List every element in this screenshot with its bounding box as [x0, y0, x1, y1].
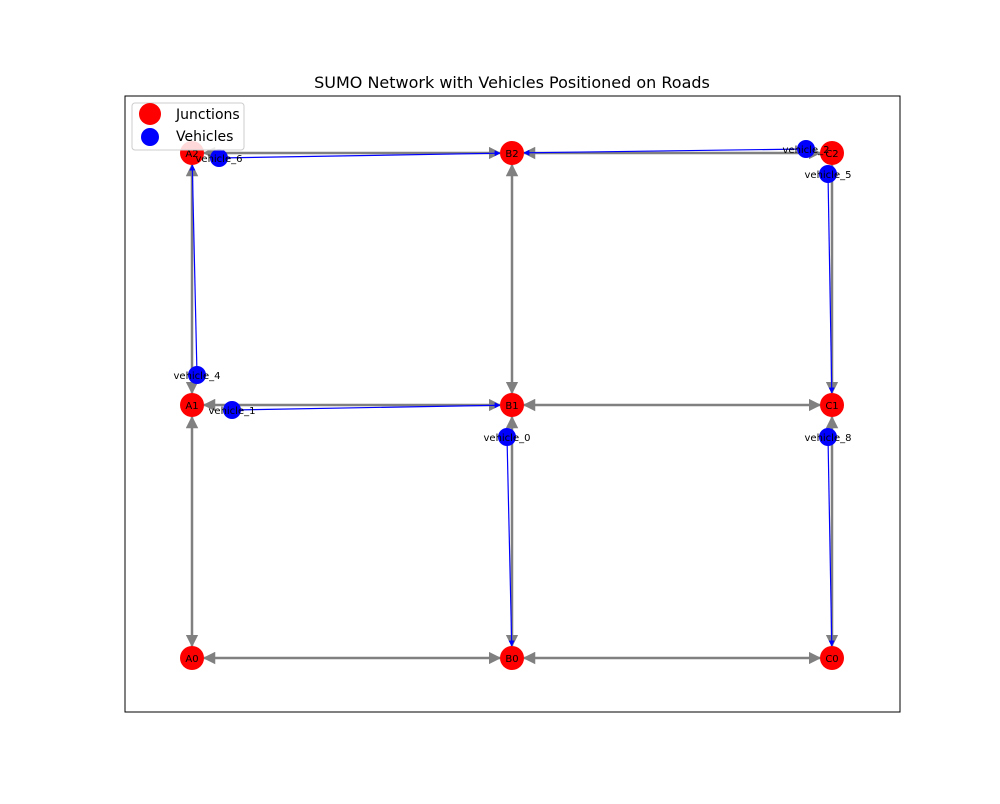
vehicle-vehicle_0: vehicle_0: [484, 428, 531, 446]
vehicle-vehicle_5: vehicle_5: [805, 165, 852, 183]
roads-layer: [185, 146, 839, 665]
junction-label: B2: [505, 149, 518, 160]
vehicle-marker: [188, 366, 206, 384]
chart-title: SUMO Network with Vehicles Positioned on…: [314, 73, 710, 92]
vehicle-marker: [210, 149, 228, 167]
vehicle-routes-layer: [189, 148, 835, 647]
junction-B1: B1: [500, 393, 524, 417]
legend-vehicle-marker: [141, 128, 159, 146]
vehicle-label: vehicle_5: [805, 170, 852, 181]
vehicle-label: vehicle_1: [209, 406, 256, 417]
vehicle-label: vehicle_0: [484, 433, 531, 444]
junction-label: A0: [185, 654, 198, 665]
junction-label: B0: [505, 654, 518, 665]
junction-label: A1: [185, 401, 198, 412]
junction-label: C2: [825, 149, 838, 160]
junction-C0: C0: [820, 646, 844, 670]
vehicle-vehicle_4: vehicle_4: [174, 366, 221, 384]
junction-B0: B0: [500, 646, 524, 670]
route-vehicle_0: [506, 436, 515, 647]
route-vehicle_1: [231, 402, 501, 411]
junction-A1: A1: [180, 393, 204, 417]
vehicle-label: vehicle_6: [196, 154, 243, 165]
vehicle-vehicle_2: vehicle_2: [783, 140, 830, 158]
route-vehicle_2: [523, 148, 807, 156]
junction-B2: B2: [500, 141, 524, 165]
route-vehicle_5: [827, 173, 835, 394]
legend: Junctions Vehicles: [131, 102, 245, 151]
vehicle-vehicle_6: vehicle_6: [196, 149, 243, 167]
legend-junctions-label: Junctions: [175, 107, 240, 123]
vehicle-label: vehicle_8: [805, 433, 852, 444]
vehicle-marker: [797, 140, 815, 158]
vehicle-marker: [819, 428, 837, 446]
junction-marker: [500, 646, 524, 670]
vehicle-vehicle_8: vehicle_8: [805, 428, 852, 446]
junction-marker: [820, 141, 844, 165]
junction-marker: [820, 646, 844, 670]
vehicle-marker: [819, 165, 837, 183]
junction-marker: [820, 393, 844, 417]
route-vehicle_8: [827, 436, 835, 647]
vehicle-label: vehicle_2: [783, 145, 830, 156]
vehicle-vehicle_1: vehicle_1: [209, 401, 256, 419]
junction-marker: [500, 141, 524, 165]
junction-label: B1: [505, 401, 518, 412]
junction-marker: [500, 393, 524, 417]
vehicle-label: vehicle_4: [174, 371, 221, 382]
junction-label: A2: [185, 149, 198, 160]
junction-label: C0: [825, 654, 838, 665]
junction-C1: C1: [820, 393, 844, 417]
junction-marker: [180, 393, 204, 417]
vehicle-marker: [223, 401, 241, 419]
junction-A0: A0: [180, 646, 204, 670]
junction-C2: C2: [820, 141, 844, 165]
junction-label: C1: [825, 401, 838, 412]
vehicles-layer: vehicle_0vehicle_1vehicle_2vehicle_4vehi…: [174, 140, 852, 446]
junction-marker: [180, 646, 204, 670]
legend-vehicles-label: Vehicles: [176, 129, 233, 145]
vehicle-marker: [498, 428, 516, 446]
route-vehicle_6: [218, 150, 501, 159]
legend-junction-marker: [139, 103, 161, 125]
route-vehicle_4: [189, 164, 198, 376]
